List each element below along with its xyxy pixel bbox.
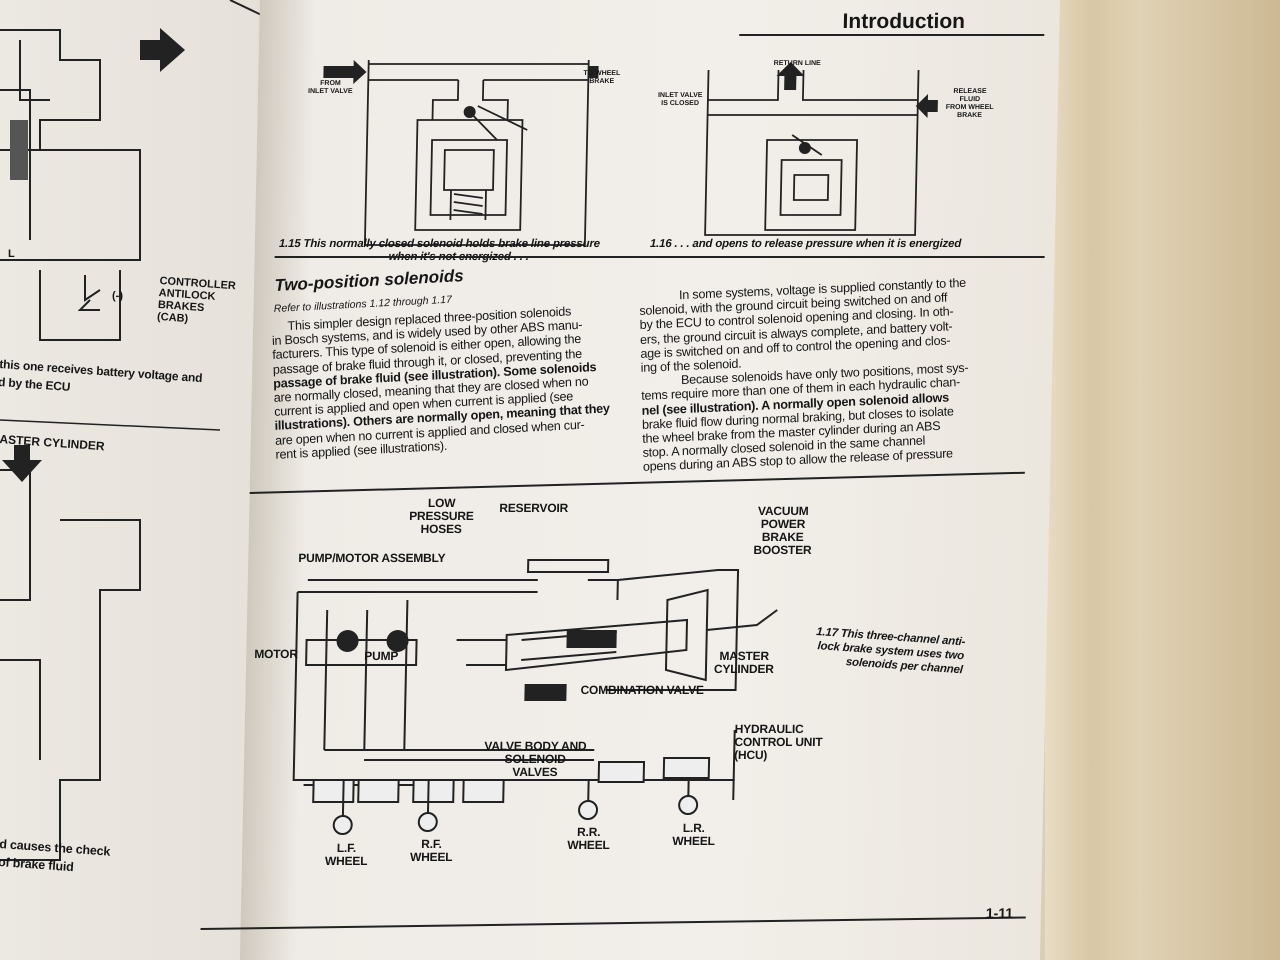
figure-rule: [274, 256, 1045, 258]
fig17-caption: 1.17 This three-channel anti- lock brake…: [815, 625, 966, 677]
fig15-diagram: [323, 60, 599, 246]
valve-body-label: VALVE BODY AND SOLENOID VALVES: [484, 739, 587, 779]
pump-label: PUMP: [364, 649, 399, 663]
section-rule: [249, 471, 1025, 494]
low-pressure-hoses-label: LOW PRESSURE HOSES: [409, 496, 474, 536]
combination-valve-label: COMBINATION VALVE: [580, 683, 704, 697]
section-heading: Two-position solenoids: [274, 266, 464, 295]
page-edge: [1045, 0, 1280, 960]
section-column-2: In some systems, voltage is supplied con…: [639, 275, 969, 475]
page-number: 1-11: [985, 905, 1014, 921]
reservoir-label: RESERVOIR: [499, 501, 569, 515]
section-column-1: This simpler design replaced three-posit…: [271, 304, 610, 462]
vacuum-booster-label: VACUUM POWER BRAKE BOOSTER: [753, 504, 812, 557]
right-page: Introduction FROM INLET VALVE TO WHEEL B…: [200, 0, 1060, 960]
footer-rule: [200, 916, 1026, 930]
fig16-caption: 1.16 . . . and opens to release pressure…: [649, 238, 962, 250]
fig15-caption: 1.15 This normally closed solenoid holds…: [278, 238, 600, 263]
fig17-wheels: [332, 780, 699, 835]
minus-label: (-): [112, 290, 123, 302]
left-page-diagram: [0, 0, 273, 861]
fig15-to-wheel-label: TO WHEEL BRAKE: [583, 70, 621, 85]
header-rule: [739, 34, 1045, 36]
page-title: Introduction: [842, 10, 966, 33]
fig16-return-line-label: RETURN LINE: [773, 60, 821, 67]
hcu-label: HYDRAULIC CONTROL UNIT (HCU): [734, 722, 823, 762]
pump-motor-assembly-label: PUMP/MOTOR ASSEMBLY: [298, 551, 446, 565]
master-cylinder-label: MASTER CYLINDER: [713, 649, 774, 676]
left-caption-bottom: d causes the check of brake fluid: [0, 836, 111, 875]
lf-wheel-label: L.F. WHEEL: [324, 841, 368, 868]
fig16-inlet-closed-label: INLET VALVE IS CLOSED: [657, 92, 703, 107]
fig16-diagram: [704, 62, 939, 236]
lr-wheel-label: L.R. WHEEL: [672, 821, 715, 848]
motor-label: MOTOR: [254, 647, 298, 661]
left-letter-l: L: [8, 248, 15, 260]
cab-label: CONTROLLER ANTILOCK BRAKES (CAB): [156, 275, 237, 326]
rf-wheel-label: R.F. WHEEL: [409, 837, 453, 864]
rr-wheel-label: R.R. WHEEL: [567, 825, 610, 852]
fig15-from-inlet-label: FROM INLET VALVE: [308, 80, 353, 95]
fig16-release-label: RELEASE FLUID FROM WHEEL BRAKE: [945, 88, 994, 119]
